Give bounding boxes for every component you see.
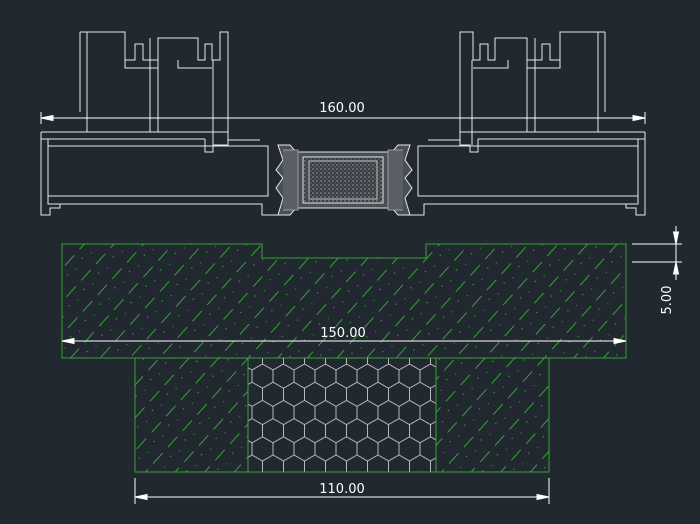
- left-frame-chamber: [48, 145, 269, 197]
- dimension-base-width[interactable]: [134, 478, 550, 504]
- right-frame-chamber: [417, 145, 638, 197]
- right-outer-leg: [597, 31, 606, 132]
- base-insulation: [247, 357, 437, 473]
- left-slot-1: [87, 31, 229, 140]
- gasket-right: [387, 149, 403, 211]
- left-outer-leg: [79, 31, 88, 132]
- dimension-base-width-label: 110.00: [319, 482, 365, 497]
- dimension-step-depth-label: 5.00: [660, 286, 675, 315]
- left-clip: [204, 139, 260, 153]
- thermal-break-inner: [308, 160, 378, 200]
- left-inner-leg-a: [149, 38, 159, 132]
- left-frame-box: [40, 132, 61, 216]
- right-clip: [428, 139, 479, 153]
- right-frame-top: [460, 131, 645, 140]
- left-frame-top: [41, 131, 228, 140]
- right-slot-detail: [473, 60, 561, 69]
- dimension-sill-width-label: 150.00: [320, 326, 366, 341]
- right-frame-bottom: [408, 203, 626, 216]
- base-block[interactable]: [134, 357, 550, 473]
- dimension-step-depth[interactable]: [632, 226, 682, 280]
- dimension-profile-width-label: 160.00: [319, 101, 365, 116]
- right-inner-leg-a: [526, 38, 536, 132]
- gasket-left: [283, 149, 299, 211]
- dimension-profile-width[interactable]: [40, 112, 646, 124]
- right-frame-box: [625, 132, 646, 216]
- base-right-hatch: [435, 357, 550, 473]
- base-left-hatch: [134, 357, 249, 473]
- dimension-sill-width[interactable]: [61, 337, 627, 345]
- thermal-break-core: [302, 156, 384, 204]
- left-slot-detail: [124, 60, 212, 69]
- left-frame-bottom: [60, 203, 278, 216]
- right-slot-1: [459, 31, 598, 140]
- window-profile-section[interactable]: [40, 31, 646, 216]
